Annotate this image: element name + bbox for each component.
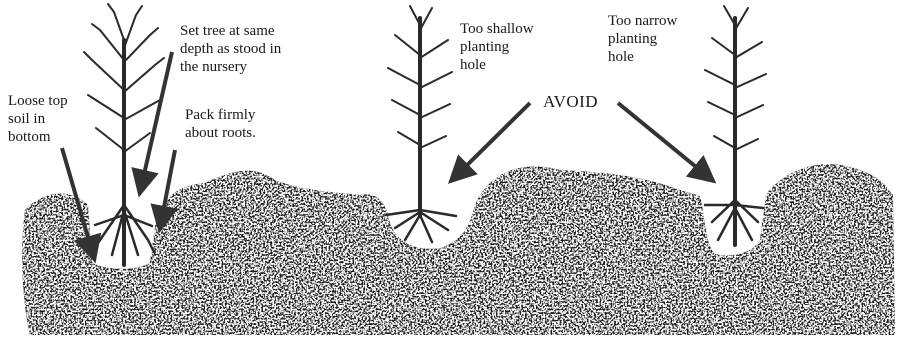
tree-too-shallow (386, 6, 456, 242)
label-too-shallow: Too shallow planting hole (460, 20, 534, 74)
label-pack-firmly: Pack firmly about roots. (185, 106, 256, 142)
label-set-tree-depth: Set tree at same depth as stood in the n… (180, 22, 281, 76)
arrow-avoid-narrow (618, 103, 712, 180)
tree-too-narrow (705, 6, 766, 245)
label-too-narrow: Too narrow planting hole (608, 12, 677, 66)
label-avoid: AVOID (543, 92, 598, 112)
label-loose-top-soil: Loose top soil in bottom (8, 92, 68, 146)
